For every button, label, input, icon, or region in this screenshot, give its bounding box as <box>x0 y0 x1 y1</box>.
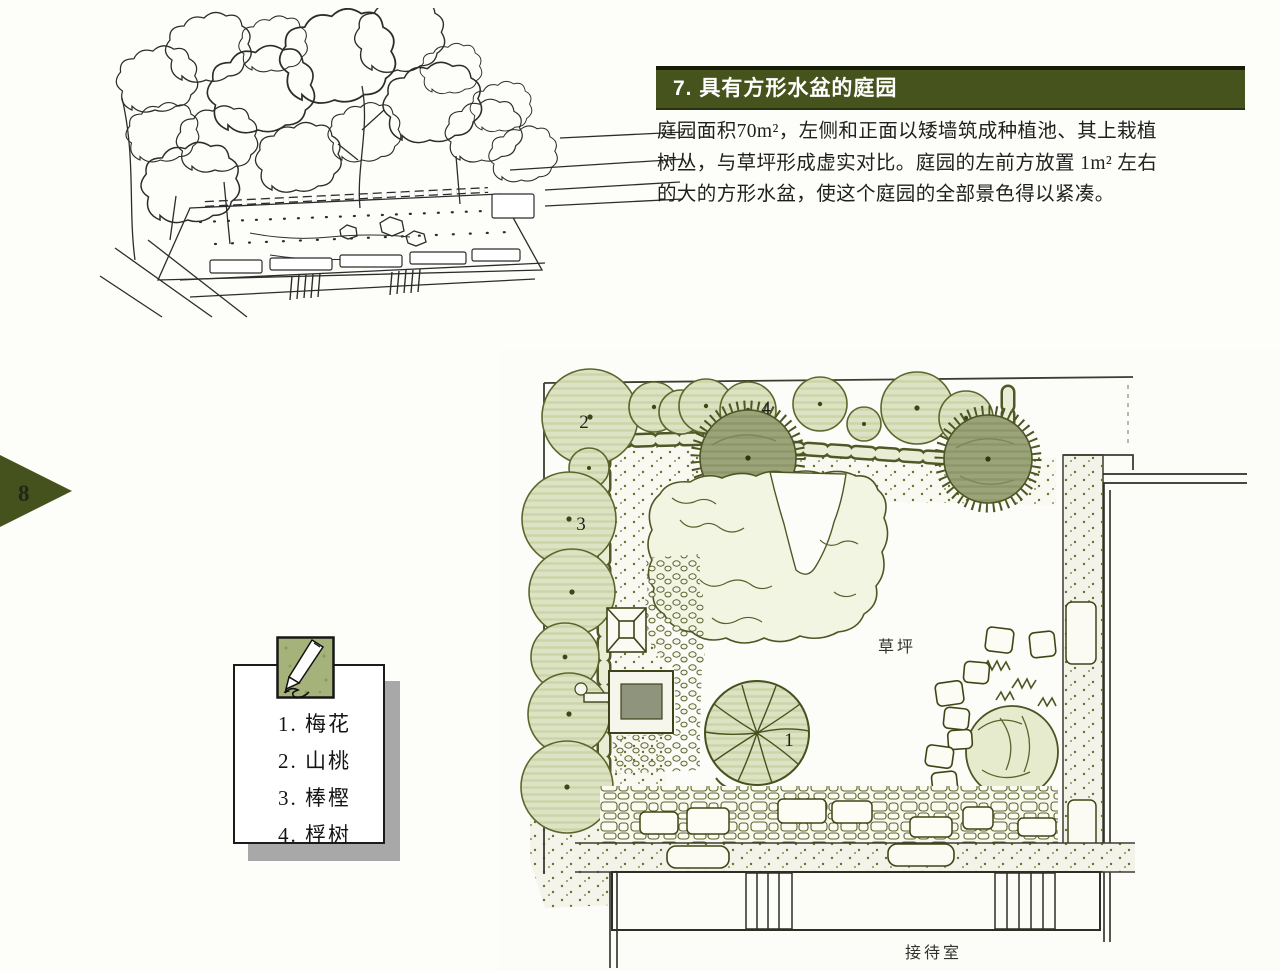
door-panel <box>745 872 1056 930</box>
description-line: 树丛，与草坪形成虚实对比。庭园的左前方放置 1m² 左右 <box>657 152 1158 174</box>
sketch-lines <box>99 0 685 318</box>
lawn-label: 草坪 <box>878 638 916 656</box>
reception-label: 接待室 <box>905 944 962 962</box>
tree-number-3: 3 <box>576 514 586 535</box>
tree-number-4: 4 <box>761 398 771 419</box>
section-title-bar: 7. 具有方形水盆的庭园 <box>656 66 1245 110</box>
leaf-clumps <box>981 659 1057 708</box>
tree-1-plum <box>704 680 810 798</box>
shrub-texture <box>671 497 859 625</box>
tree-center-dots <box>562 401 969 790</box>
description-line: 庭园面积70m²，左侧和正面以矮墙筑成种植池、其上栽植 <box>657 121 1157 142</box>
tree-number-1: 1 <box>784 730 794 751</box>
cobblestone-band <box>600 786 1058 843</box>
reception-building <box>609 871 1101 968</box>
legend-item: 2. 山桃 <box>278 749 351 773</box>
section-title: 7. 具有方形水盆的庭园 <box>673 77 898 100</box>
path-band <box>575 842 1135 873</box>
pebble-patches <box>612 554 705 774</box>
description-paragraph: 庭园面积70m²，左侧和正面以矮墙筑成种植池、其上栽植 树丛，与草坪形成虚实对比… <box>657 116 1253 211</box>
description-line: 的大的方形水盆，使这个庭园的全部景色得以紧凑。 <box>657 184 1115 205</box>
perspective-sketch <box>40 0 685 320</box>
stone-lantern <box>606 607 647 653</box>
pencil-icon <box>276 636 336 700</box>
plan-drawing: 草坪 接待室 2 3 4 1 <box>500 350 1280 971</box>
sketch-drawing <box>99 0 685 318</box>
garden-plan: 草坪 接待室 2 3 4 1 <box>500 350 1280 971</box>
tree-number-2: 2 <box>579 412 589 433</box>
shrub-mass <box>647 470 889 644</box>
page-marker-triangle <box>0 455 72 527</box>
legend-items: 1. 梅花 2. 山桃 3. 棒樫 4. 桴树 <box>278 706 388 854</box>
water-basin <box>574 670 674 734</box>
legend-item: 3. 棒樫 <box>278 786 351 810</box>
page-number-marker: 8 <box>0 455 76 529</box>
legend-item: 1. 梅花 <box>278 712 351 736</box>
legend-item: 4. 桴树 <box>278 823 351 847</box>
page-number: 8 <box>18 481 30 506</box>
